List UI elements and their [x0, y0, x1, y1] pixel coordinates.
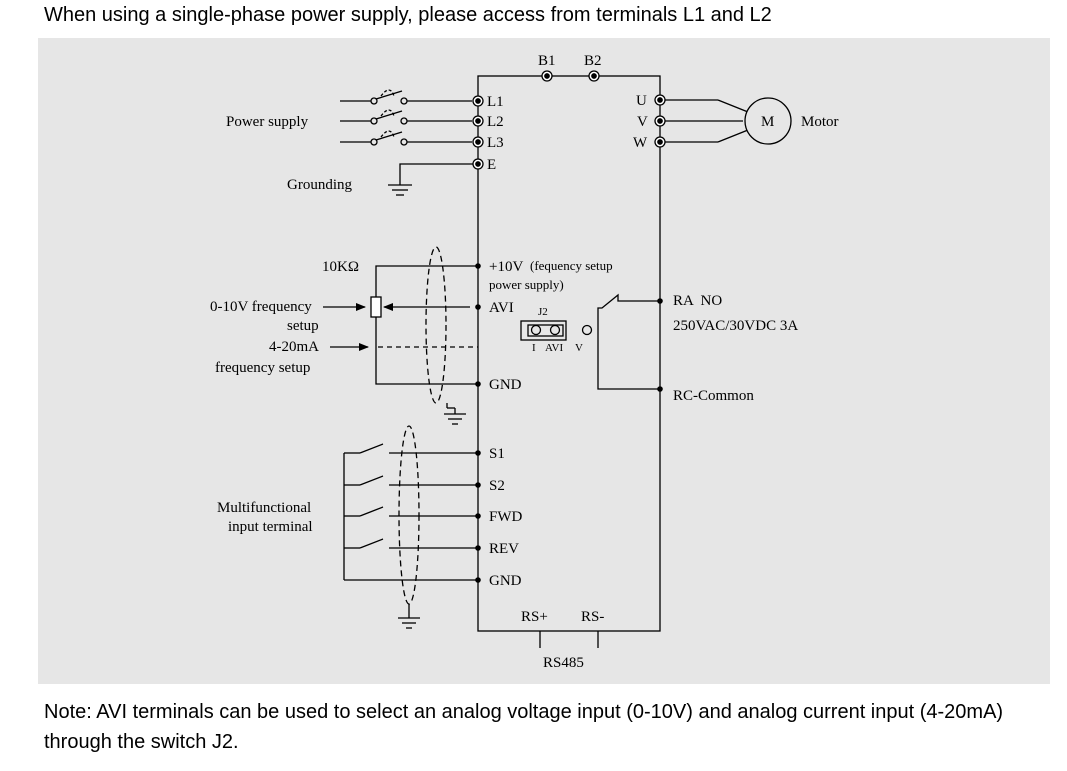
- relay-rating-label: 250VAC/30VDC 3A: [673, 318, 798, 334]
- w-label: W: [633, 135, 648, 151]
- relay-contact: [597, 293, 660, 390]
- u-label: U: [636, 93, 647, 109]
- plus10v-note-2: power supply): [489, 277, 564, 292]
- plus10v-label: +10V: [489, 259, 523, 275]
- motor-symbol-label: M: [761, 114, 774, 130]
- l3-terminal: [472, 136, 484, 148]
- page-heading: When using a single-phase power supply, …: [44, 4, 772, 26]
- w-terminal: [654, 136, 666, 148]
- avi-label: AVI: [489, 300, 514, 316]
- l1-terminal: [472, 95, 484, 107]
- page-note: Note: AVI terminals can be used to selec…: [44, 701, 1004, 753]
- digital-input-wiring: [343, 443, 478, 581]
- multi-input-label-1: Multifunctional: [217, 500, 311, 516]
- power-switch-l2: [340, 110, 472, 125]
- current-setup-label-1: 4-20mA: [269, 339, 319, 355]
- multi-input-label-2: input terminal: [228, 519, 313, 535]
- ground-symbol-e: [388, 163, 473, 196]
- analog-shield: [425, 246, 447, 404]
- b1-terminal: [541, 70, 553, 82]
- wiring-diagram-panel: B1 B2 L1 L2 L3 E Power supply Grounding …: [38, 38, 1050, 684]
- ground-symbol-analog: [444, 403, 466, 425]
- j2-pos-i: I: [532, 342, 536, 354]
- rc-common-label: RC-Common: [673, 388, 754, 404]
- l2-label: L2: [487, 114, 504, 130]
- rev-label: REV: [489, 541, 519, 557]
- ra-no-label: RA NO: [673, 293, 722, 309]
- s2-label: S2: [489, 478, 505, 494]
- motor-label: Motor: [801, 114, 839, 130]
- power-switch-l3: [340, 131, 472, 146]
- inverter-box: [477, 75, 661, 632]
- grounding-label: Grounding: [287, 177, 352, 193]
- motor-symbol: [744, 97, 792, 145]
- u-terminal: [654, 94, 666, 106]
- j2-pos-avi: AVI: [545, 342, 563, 354]
- current-setup-label-2: frequency setup: [215, 360, 310, 376]
- fwd-label: FWD: [489, 509, 523, 525]
- potentiometer-wiring: [323, 265, 478, 385]
- rs-minus-label: RS-: [581, 609, 604, 625]
- e-label: E: [487, 157, 496, 173]
- rs-plus-label: RS+: [521, 609, 548, 625]
- v-terminal: [654, 115, 666, 127]
- s1-label: S1: [489, 446, 505, 462]
- e-terminal: [472, 158, 484, 170]
- j2-pos-v: V: [575, 342, 583, 354]
- b2-label: B2: [584, 53, 602, 69]
- voltage-setup-label-2: setup: [287, 318, 319, 334]
- b1-label: B1: [538, 53, 556, 69]
- l2-terminal: [472, 115, 484, 127]
- j2-jumper: [520, 320, 593, 341]
- power-supply-label: Power supply: [226, 114, 309, 130]
- b2-terminal: [588, 70, 600, 82]
- rs485-label: RS485: [543, 655, 584, 671]
- ground-symbol-digital: [398, 604, 420, 629]
- voltage-setup-label-1: 0-10V frequency: [210, 299, 312, 315]
- l1-label: L1: [487, 94, 504, 110]
- power-switch-l1: [340, 90, 472, 105]
- plus10v-note-1: (fequency setup: [530, 258, 613, 273]
- j2-label: J2: [538, 306, 548, 318]
- l3-label: L3: [487, 135, 504, 151]
- rs485-wiring: [539, 631, 599, 648]
- wiring-diagram: B1 B2 L1 L2 L3 E Power supply Grounding …: [210, 53, 839, 671]
- gnd-digital-label: GND: [489, 573, 522, 589]
- motor-wiring: [665, 99, 749, 143]
- potentiometer-label: 10KΩ: [322, 259, 359, 275]
- gnd-analog-label: GND: [489, 377, 522, 393]
- v-label: V: [637, 114, 648, 130]
